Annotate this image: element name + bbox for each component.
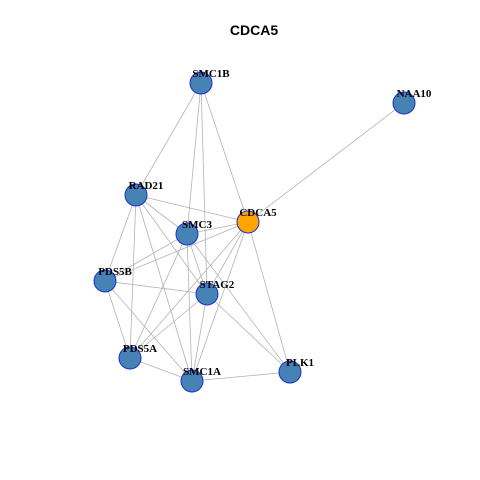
node-plk1 (278, 360, 302, 384)
diagram-title: CDCA5 (230, 22, 278, 38)
node-label-plk1: PLK1 (286, 357, 314, 369)
node-pds5b (93, 269, 117, 293)
edge-pds5b-pds5a (104, 280, 131, 359)
edge-smc1a-plk1 (191, 371, 291, 382)
edge-smc3-pds5a (129, 233, 188, 359)
node-label-smc3: SMC3 (182, 219, 212, 231)
edge-smc1b-rad21 (135, 82, 202, 196)
node-label-smc1b: SMC1B (192, 68, 230, 80)
edge-smc3-plk1 (186, 233, 291, 373)
edge-stag2-smc1a (191, 293, 208, 382)
node-layer (93, 71, 416, 393)
edge-smc1b-smc3 (186, 82, 202, 235)
edge-smc3-smc1a (186, 233, 193, 382)
node-label-stag2: STAG2 (200, 279, 235, 291)
edge-rad21-stag2 (135, 194, 208, 295)
edge-smc1b-stag2 (200, 82, 208, 295)
edge-cdca5-smc1a (191, 221, 249, 382)
node-smc1b (189, 71, 213, 95)
edge-smc3-pds5b (104, 233, 188, 282)
node-stag2 (195, 282, 219, 306)
node-label-smc1a: SMC1A (183, 366, 221, 378)
node-label-rad21: RAD21 (129, 180, 164, 192)
edge-pds5b-stag2 (104, 280, 208, 295)
node-rad21 (124, 183, 148, 207)
edge-rad21-pds5a (129, 194, 137, 359)
edge-rad21-pds5b (104, 194, 137, 282)
edge-pds5b-smc1a (104, 280, 193, 382)
edge-cdca5-stag2 (206, 221, 249, 295)
node-label-pds5a: PDS5A (123, 343, 157, 355)
node-label-cdca5: CDCA5 (239, 207, 277, 219)
edge-smc1b-cdca5 (200, 82, 249, 223)
node-smc1a (180, 369, 204, 393)
edge-cdca5-plk1 (247, 221, 291, 373)
edge-cdca5-pds5b (104, 221, 249, 282)
node-label-naa10: NAA10 (397, 88, 432, 100)
node-pds5a (118, 346, 142, 370)
node-naa10 (392, 91, 416, 115)
node-smc3 (175, 222, 199, 246)
edge-rad21-smc1a (135, 194, 193, 382)
edge-rad21-cdca5 (135, 194, 249, 223)
edge-stag2-pds5a (129, 293, 208, 359)
edge-naa10-cdca5 (247, 102, 405, 223)
edge-layer (104, 82, 405, 382)
node-label-pds5b: PDS5B (98, 266, 132, 278)
edge-stag2-plk1 (206, 293, 291, 373)
node-cdca5 (236, 210, 260, 234)
